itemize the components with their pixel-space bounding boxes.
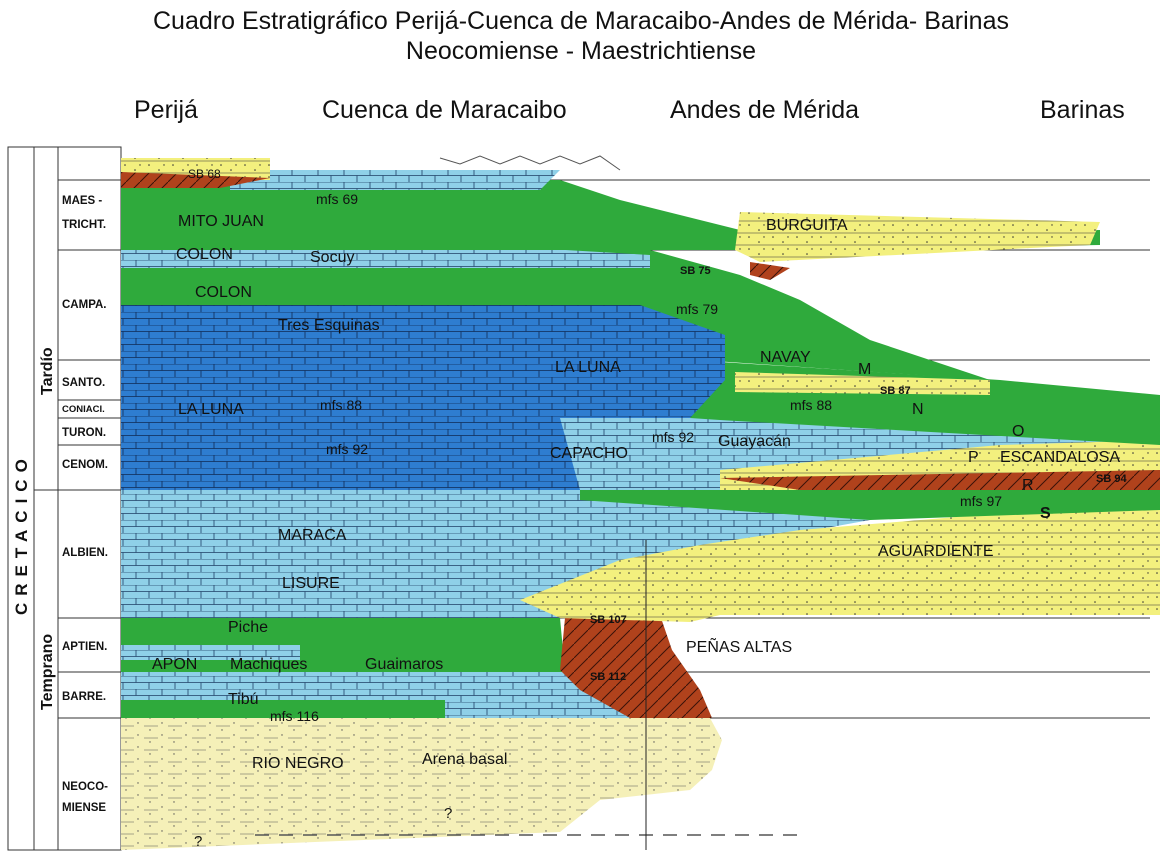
label-sb112: SB 112 [590,671,626,683]
label-sb68: SB 68 [188,167,221,181]
label-sb87: SB 87 [880,385,911,397]
mito-juan-carbonate [230,170,560,190]
label-apon: APON [152,656,197,673]
label-sb75: SB 75 [680,265,711,277]
formation-labels: MITO JUAN COLON Socuy COLON Tres Esquina… [152,213,1120,772]
label-sb94: SB 94 [1096,473,1127,485]
region-maracaibo: Cuenca de Maracaibo [322,96,567,124]
label-la-luna-1: LA LUNA [555,359,621,376]
label-mfs92-b: mfs 92 [652,429,694,445]
chart-title-line1: Cuadro Estratigráfico Perijá-Cuenca de M… [153,7,1009,35]
label-guayacan: Guayacán [718,433,791,450]
member-m: M [858,361,871,378]
chart-title-line2: Neocomiense - Maestrichtiense [405,37,757,65]
series-labels: Tardío Temprano [39,347,56,710]
albian-carbonate [121,490,880,618]
label-navay: NAVAY [760,349,811,366]
label-guaimaros: Guaimaros [365,656,443,673]
series-tardio: Tardío [39,347,56,395]
label-mfs69: mfs 69 [316,191,358,207]
stage-labels: MAES - TRICHT. CAMPA. SANTO. CONIACI. TU… [62,195,108,814]
label-mfs88-a: mfs 88 [320,397,362,413]
label-capacho: CAPACHO [550,445,628,462]
label-lisure: LISURE [282,575,340,592]
unknown-labels: ? ? [194,805,452,850]
mfs97-shale [580,490,1160,520]
maastrichtian-shale [121,180,1100,250]
la-luna-carbonate [121,305,725,418]
aptian-carbonate [121,645,300,660]
burguita-sand [735,212,1100,262]
sb94-brown [720,470,1160,495]
member-labels: M N O P R S [858,361,1051,522]
member-n: N [912,401,924,418]
stage-neoco: NEOCO- [62,781,108,793]
sb87-sand [735,372,990,395]
aguardiente-sand [520,500,1160,622]
label-la-luna-2: LA LUNA [178,401,244,418]
stage-albien: ALBIEN. [62,547,108,559]
label-rio-negro: RIO NEGRO [252,755,344,772]
label-tres-esquinas: Tres Esquinas [278,317,380,334]
sb68-brown [121,172,270,188]
unknown-2: ? [194,833,202,850]
chart-title: Cuadro Estratigráfico Perijá-Cuenca de M… [0,6,1162,66]
label-arena-basal: Arena basal [422,751,507,768]
label-mfs116: mfs 116 [270,708,319,724]
region-barinas: Barinas [1040,96,1125,124]
penas-altas-brown [560,615,712,718]
label-mfs88-b: mfs 88 [790,397,832,413]
stage-barre: BARRE. [62,691,106,703]
label-tibu: Tibú [228,691,259,708]
stage-neoco-2: MIENSE [62,802,106,814]
stage-campa: CAMPA. [62,299,107,311]
label-mfs79: mfs 79 [676,301,718,317]
stage-turon: TURON. [62,427,106,439]
sb75-brown [750,262,790,280]
system-text: CRETACICO [12,452,31,615]
stage-maes-2: TRICHT. [62,219,106,231]
label-mfs92-a: mfs 92 [326,441,368,457]
label-aguardiente: AGUARDIENTE [878,543,994,560]
label-mito-juan: MITO JUAN [178,213,264,230]
label-burguita: BURGUITA [766,217,848,234]
stage-coniaci: CONIACI. [62,404,105,415]
system-label: CRETACICO [12,452,31,615]
label-socuy: Socuy [310,249,354,266]
unknown-1: ? [444,805,452,822]
label-maraca: MARACA [278,527,347,544]
series-temprano: Temprano [39,634,56,710]
rio-negro-sand [121,718,722,850]
stage-santo: SANTO. [62,377,105,389]
capacho-dark [121,418,580,490]
lithology-layers [121,155,1160,850]
label-sb107: SB 107 [590,614,627,626]
stage-cenom: CENOM. [62,459,108,471]
label-colon-2: COLON [195,284,252,301]
label-piche: Piche [228,619,268,636]
region-andes: Andes de Mérida [670,96,860,124]
stage-aptien: APTIEN. [62,641,107,653]
member-s: S [1040,505,1051,522]
stage-maes: MAES - [62,195,102,207]
top-unconformity [439,155,621,171]
surface-labels: SB 68 mfs 69 SB 75 mfs 79 SB 87 mfs 88 m… [188,167,1127,724]
label-escandalosa: ESCANDALOSA [1000,449,1120,466]
member-r: R [1022,477,1034,494]
member-o: O [1012,423,1024,440]
label-machiques: Machiques [230,656,307,673]
region-perija: Perijá [134,96,198,124]
label-colon-1: COLON [176,246,233,263]
member-p: P [968,449,979,466]
barremian-shale [121,700,445,718]
label-mfs97: mfs 97 [960,493,1002,509]
label-penas-altas: PEÑAS ALTAS [686,636,792,656]
